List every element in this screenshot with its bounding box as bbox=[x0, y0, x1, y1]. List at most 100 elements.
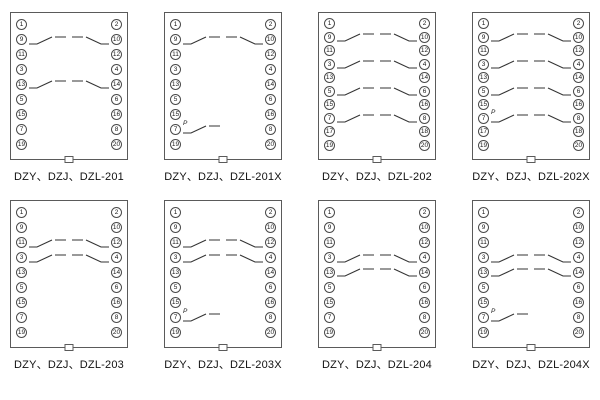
terminal-2: 2 bbox=[111, 207, 122, 219]
terminal-11: 11 bbox=[324, 237, 335, 249]
left-contact-area bbox=[490, 281, 530, 293]
terminal-4: 4 bbox=[573, 58, 584, 70]
right-contact-area bbox=[532, 18, 572, 30]
keying-notch bbox=[218, 344, 228, 351]
right-contact-area bbox=[70, 296, 110, 308]
terminal-13: 13 bbox=[478, 266, 489, 278]
terminal-11: 11 bbox=[478, 237, 489, 249]
contact-switch-icon bbox=[183, 36, 220, 45]
contact-switch-icon bbox=[337, 33, 374, 42]
right-contact-area bbox=[70, 123, 110, 135]
terminal-13: 13 bbox=[324, 72, 335, 84]
right-contact-area bbox=[532, 58, 572, 70]
terminal-11: 11 bbox=[324, 45, 335, 57]
terminal-5: 5 bbox=[170, 281, 181, 293]
right-contact-area bbox=[224, 108, 264, 120]
terminal-19: 19 bbox=[170, 326, 181, 338]
left-contact-area bbox=[182, 296, 222, 308]
right-contact-area bbox=[70, 281, 110, 293]
left-contact-area bbox=[182, 49, 222, 61]
terminal-1: 1 bbox=[324, 18, 335, 30]
left-contact-area bbox=[336, 237, 376, 249]
terminal-14: 14 bbox=[111, 266, 122, 278]
panel-label-dzl-202x: DZY、DZJ、DZL-202X bbox=[472, 171, 590, 183]
terminal-4: 4 bbox=[265, 252, 276, 264]
terminal-10: 10 bbox=[265, 222, 276, 234]
left-contact-area bbox=[336, 207, 376, 219]
left-contact-area bbox=[28, 281, 68, 293]
contact-switch-icon bbox=[380, 268, 417, 278]
terminal-12: 12 bbox=[111, 237, 122, 249]
terminal-19: 19 bbox=[324, 139, 335, 151]
left-contact-area bbox=[182, 326, 222, 338]
terminal-15: 15 bbox=[170, 296, 181, 308]
right-contact-area bbox=[70, 222, 110, 234]
right-contact-area bbox=[378, 99, 418, 111]
panel-label-dzl-204x: DZY、DZJ、DZL-204X bbox=[472, 359, 590, 371]
terminal-13: 13 bbox=[170, 266, 181, 278]
right-contact-area bbox=[70, 64, 110, 76]
right-contact-area bbox=[70, 108, 110, 120]
right-contact-area bbox=[378, 266, 418, 278]
terminal-2: 2 bbox=[265, 207, 276, 219]
right-contact-area bbox=[532, 296, 572, 308]
terminal-7: 7 bbox=[478, 112, 489, 124]
right-contact-area bbox=[378, 58, 418, 70]
left-contact-area bbox=[336, 139, 376, 151]
panel-label-dzl-204: DZY、DZJ、DZL-204 bbox=[322, 359, 432, 371]
panel-label-dzl-201x: DZY、DZJ、DZL-201X bbox=[164, 171, 282, 183]
left-contact-area bbox=[28, 326, 68, 338]
contact-switch-icon bbox=[491, 254, 528, 263]
right-contact-area bbox=[532, 222, 572, 234]
terminal-4: 4 bbox=[111, 252, 122, 264]
terminal-9: 9 bbox=[478, 222, 489, 234]
terminal-15: 15 bbox=[170, 108, 181, 120]
left-contact-area bbox=[182, 252, 222, 264]
contact-switch-icon bbox=[380, 33, 417, 42]
contact-switch-icon bbox=[534, 254, 571, 263]
right-contact-area bbox=[378, 252, 418, 264]
terminal-2: 2 bbox=[111, 19, 122, 31]
terminal-15: 15 bbox=[16, 108, 27, 120]
right-contact-area bbox=[224, 64, 264, 76]
right-contact-area bbox=[532, 72, 572, 84]
terminal-3: 3 bbox=[478, 58, 489, 70]
terminal-12: 12 bbox=[419, 237, 430, 249]
terminal-1: 1 bbox=[16, 19, 27, 31]
terminal-20: 20 bbox=[573, 326, 584, 338]
left-contact-area bbox=[28, 93, 68, 105]
left-contact-area bbox=[490, 45, 530, 57]
terminal-3: 3 bbox=[16, 252, 27, 264]
left-contact-area bbox=[182, 93, 222, 105]
left-contact-area bbox=[182, 19, 222, 31]
right-contact-area bbox=[532, 85, 572, 97]
terminal-15: 15 bbox=[478, 296, 489, 308]
left-contact-area bbox=[490, 326, 530, 338]
left-contact-area bbox=[490, 237, 530, 249]
right-contact-area bbox=[532, 237, 572, 249]
left-contact-area bbox=[28, 266, 68, 278]
left-contact-area bbox=[28, 64, 68, 76]
terminal-20: 20 bbox=[111, 138, 122, 150]
left-contact-area bbox=[336, 18, 376, 30]
right-contact-area bbox=[532, 252, 572, 264]
